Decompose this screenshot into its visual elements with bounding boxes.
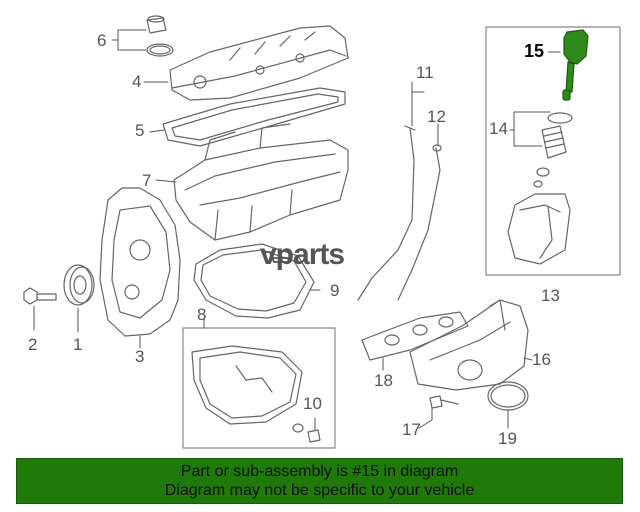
leader-lines — [33, 29, 561, 431]
callout-6: 6 — [97, 31, 107, 50]
part-17-bolt — [429, 395, 459, 409]
callout-9: 9 — [330, 281, 340, 300]
cart-icon — [261, 251, 289, 263]
part-1-crank-pulley — [63, 264, 95, 306]
callout-19: 19 — [498, 429, 517, 448]
callout-13: 13 — [541, 286, 560, 305]
callout-18: 18 — [374, 371, 393, 390]
callout-16: 16 — [532, 350, 551, 369]
part-8-oil-pan — [191, 345, 303, 425]
callout-11: 11 — [416, 63, 434, 82]
callout-3: 3 — [135, 347, 145, 366]
part-19-o-ring — [487, 381, 529, 411]
callout-1: 1 — [73, 335, 83, 354]
part-2-pulley-bolt — [23, 287, 57, 305]
part-14-filter-element — [533, 112, 573, 188]
part-16-filter-housing — [409, 299, 529, 391]
callout-12: 12 — [427, 107, 446, 126]
callout-14: 14 — [489, 119, 508, 138]
part-4-valve-cover — [169, 25, 349, 101]
callout-7: 7 — [142, 171, 152, 190]
part-5-valve-cover-gasket — [162, 87, 346, 147]
part-10-drain-plug — [292, 423, 321, 443]
part-7-cylinder-head — [173, 123, 349, 241]
part-11-dipstick — [357, 125, 416, 301]
banner-line-1: Part or sub-assembly is #15 in diagram — [180, 463, 459, 480]
part-15-oil-filter-cap — [562, 29, 589, 101]
part-9-oil-pan-gasket — [193, 243, 315, 319]
oil-filter-module — [507, 193, 571, 265]
callout-10: 10 — [303, 394, 322, 413]
part-12-dipstick-tube — [397, 144, 442, 301]
watermark-logo-text: vparts — [260, 238, 345, 271]
banner-line-2: Diagram may not be specific to your vehi… — [164, 482, 475, 499]
callout-4: 4 — [132, 72, 142, 91]
info-banner: Part or sub-assembly is #15 in diagram D… — [16, 458, 623, 504]
callout-2: 2 — [28, 335, 38, 354]
part-6-oil-filler-cap — [146, 15, 174, 57]
part-18-intake-gasket — [361, 311, 469, 361]
callout-17: 17 — [402, 420, 421, 439]
callout-15: 15 — [524, 41, 545, 61]
callout-8: 8 — [197, 305, 207, 324]
part-3-timing-cover — [99, 187, 181, 337]
callout-5: 5 — [135, 121, 145, 140]
oil-filter-group-box — [485, 26, 621, 276]
oil-pan-group-box — [182, 327, 336, 449]
